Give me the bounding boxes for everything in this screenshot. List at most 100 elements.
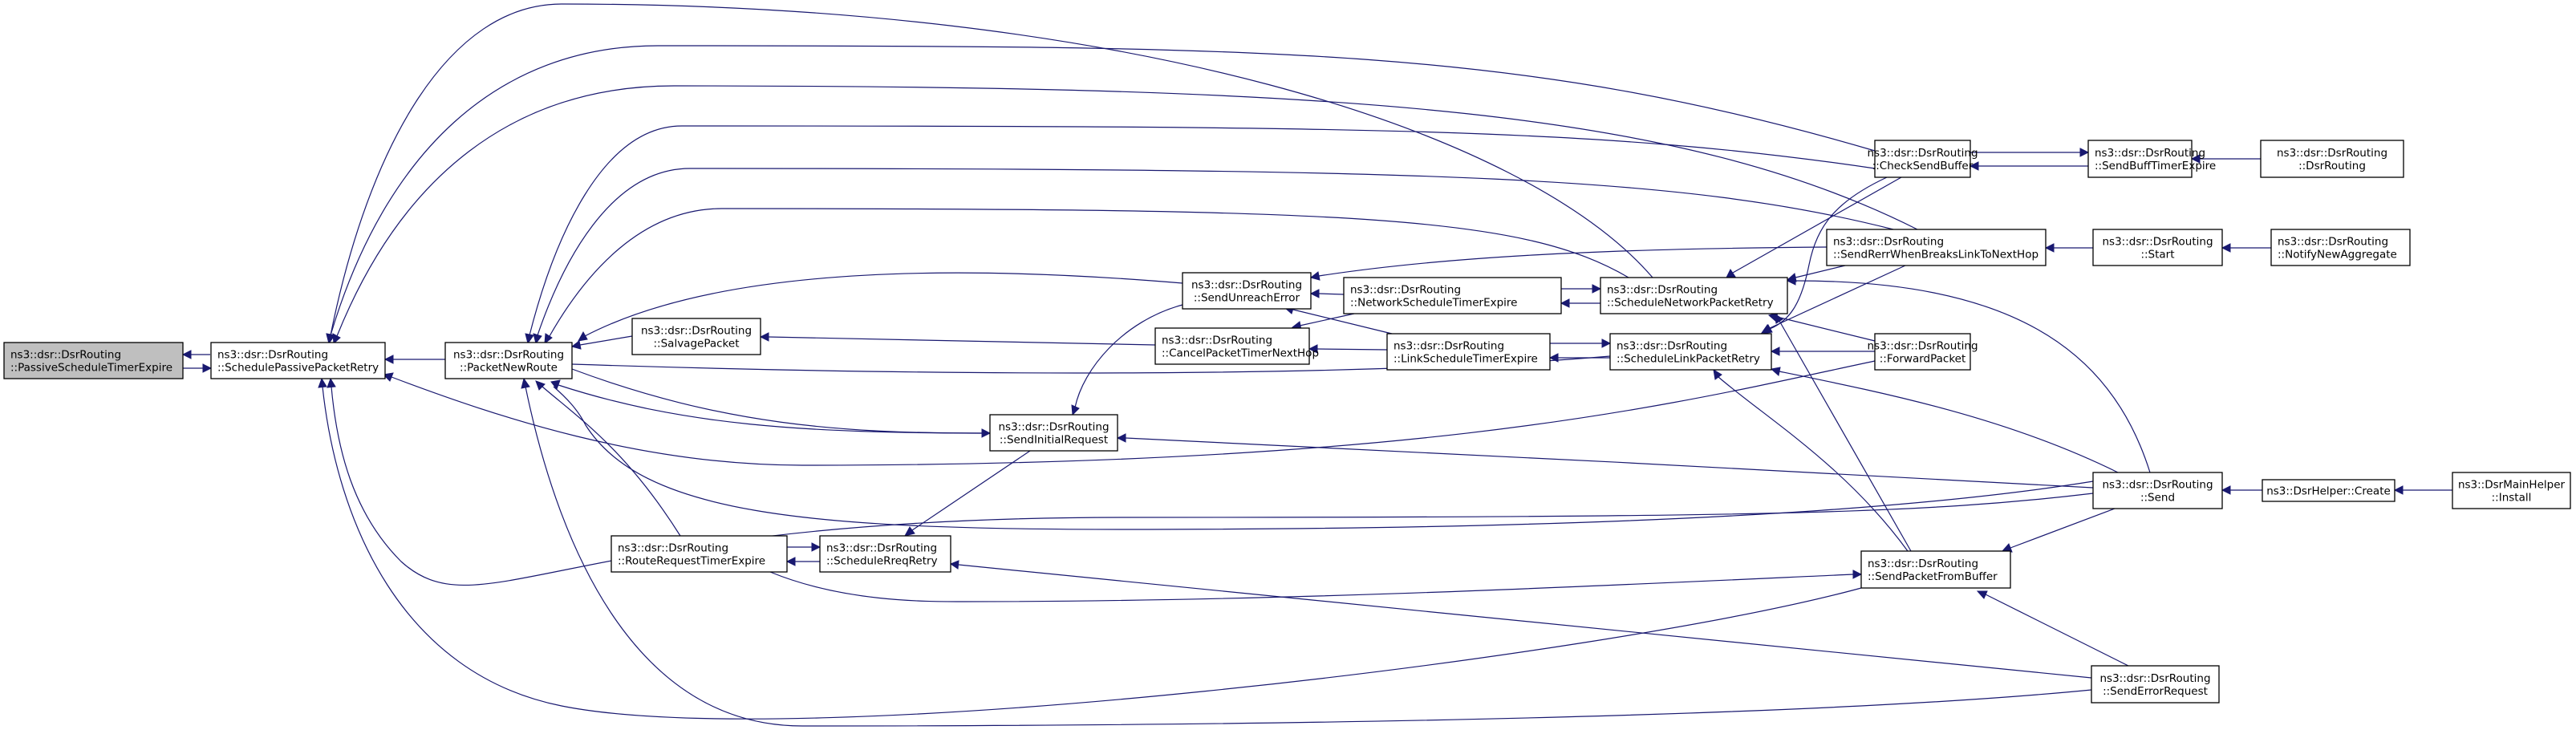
node-salvage-packet[interactable]: ns3::dsr::DsrRouting::SalvagePacket (631, 318, 761, 355)
node-box (444, 342, 573, 379)
node-namespace-label: ns3::DsrHelper::Create (2266, 485, 2391, 498)
edge-fwd-to-snpr (1767, 312, 1876, 342)
node-packet-new-route[interactable]: ns3::dsr::DsrRouting::PacketNewRoute (444, 342, 573, 379)
node-method-label: ::PacketNewRoute (460, 362, 558, 375)
edge-install-to-create (2393, 485, 2452, 495)
node-start[interactable]: ns3::dsr::DsrRouting::Start (2092, 229, 2223, 266)
node-namespace-label: ns3::dsr::DsrRouting (2102, 236, 2213, 249)
node-namespace-label: ns3::dsr::DsrRouting (1617, 340, 1727, 353)
node-schedule-rreq-retry[interactable]: ns3::dsr::DsrRouting::ScheduleRreqRetry (819, 535, 951, 573)
node-namespace-label: ns3::dsr::DsrRouting (453, 349, 564, 362)
edge-srwb-to-pnr (533, 168, 1894, 345)
edge-cptnh-to-salv (759, 332, 1156, 346)
node-method-label: ::SendBuffTimerExpire (2095, 160, 2216, 172)
node-namespace-label: ns3::dsr::DsrRouting (1607, 284, 1718, 297)
node-send-buff-timer-expire[interactable]: ns3::dsr::DsrRouting::SendBuffTimerExpir… (2087, 140, 2216, 178)
edge-lste-to-slpr (1550, 339, 1612, 348)
node-box (2087, 140, 2193, 178)
node-method-label: ::ScheduleLinkPacketRetry (1617, 353, 1760, 366)
node-notify-new-aggregate[interactable]: ns3::dsr::DsrRouting::NotifyNewAggregate (2270, 229, 2411, 266)
node-send-initial-request[interactable]: ns3::dsr::DsrRouting::SendInitialRequest (989, 414, 1118, 452)
node-box (2270, 229, 2411, 266)
node-schedule-link-packet-retry[interactable]: ns3::dsr::DsrRouting::ScheduleLinkPacket… (1609, 333, 1772, 371)
node-method-label: ::CancelPacketTimerNextHop (1162, 347, 1319, 360)
node-network-schedule-timer-expire[interactable]: ns3::dsr::DsrRouting::NetworkScheduleTim… (1343, 277, 1562, 314)
edge-sue-to-pnr (578, 272, 1183, 342)
edge-spfb-to-snpr (1774, 312, 1912, 552)
node-method-label: ::SendUnreachError (1194, 292, 1300, 305)
edge-pste-to-sppr (183, 363, 213, 373)
node-method-label: ::SendPacketFromBuffer (1868, 570, 1998, 583)
node-box (3, 342, 184, 379)
node-schedule-network-packet-retry[interactable]: ns3::dsr::DsrRouting::ScheduleNetworkPac… (1600, 277, 1788, 314)
edge-ser-to-spfb (1976, 590, 2129, 667)
node-box (1609, 333, 1772, 371)
edge-fwd-to-sppr (382, 360, 1876, 466)
node-method-label: ::SchedulePassivePacketRetry (217, 362, 379, 375)
edge-nste-to-sue (1309, 289, 1345, 298)
node-check-send-buffer[interactable]: ns3::dsr::DsrRouting::CheckSendBuffer (1867, 140, 1978, 178)
node-send-rerr-when-breaks-link-to-next-hop[interactable]: ns3::dsr::DsrRouting::SendRerrWhenBreaks… (1826, 229, 2047, 266)
node-dsr-main-helper-install[interactable]: ns3::DsrMainHelper::Install (2452, 472, 2571, 509)
edge-rrte-to-pnr (535, 380, 681, 537)
edge-sir-to-srr (904, 450, 1031, 537)
node-box (1874, 140, 1971, 178)
node-forward-packet[interactable]: ns3::dsr::DsrRouting::ForwardPacket (1867, 333, 1978, 371)
node-method-label: ::ScheduleNetworkPacketRetry (1607, 297, 1774, 310)
node-method-label: ::Install (2492, 492, 2532, 505)
node-box (1826, 229, 2047, 266)
node-namespace-label: ns3::dsr::DsrRouting (2095, 147, 2205, 160)
node-link-schedule-timer-expire[interactable]: ns3::dsr::DsrRouting::LinkScheduleTimerE… (1386, 333, 1551, 371)
node-schedule-passive-packet-retry[interactable]: ns3::dsr::DsrRouting::SchedulePassivePac… (210, 342, 386, 379)
node-namespace-label: ns3::dsr::DsrRouting (2102, 479, 2213, 492)
edge-srwb-to-snpr (1786, 265, 1846, 282)
node-box (210, 342, 386, 379)
node-dsr-helper-create[interactable]: ns3::DsrHelper::Create (2262, 479, 2395, 502)
edge-fwd-to-slpr (1770, 347, 1875, 356)
edge-csb-to-sbte (1970, 148, 2090, 157)
edge-ctor-to-sbte (2190, 154, 2261, 164)
node-box (1600, 277, 1788, 314)
node-box (1860, 550, 2011, 589)
node-box (1874, 333, 1971, 371)
node-box (2452, 472, 2571, 509)
node-dsr-routing-constructor[interactable]: ns3::dsr::DsrRouting::DsrRouting (2260, 140, 2404, 178)
node-method-label: ::SendErrorRequest (2103, 685, 2208, 698)
node-method-label: ::PassiveScheduleTimerExpire (10, 362, 172, 375)
node-namespace-label: ns3::dsr::DsrRouting (618, 542, 728, 555)
node-send-packet-from-buffer[interactable]: ns3::dsr::DsrRouting::SendPacketFromBuff… (1860, 550, 2011, 589)
node-method-label: ::RouteRequestTimerExpire (618, 555, 765, 568)
node-cancel-packet-timer-next-hop[interactable]: ns3::dsr::DsrRouting::CancelPacketTimerN… (1154, 327, 1319, 365)
node-box (611, 535, 788, 573)
node-box (1343, 277, 1562, 314)
node-passive-schedule-timer-expire[interactable]: ns3::dsr::DsrRouting::PassiveScheduleTim… (3, 342, 184, 379)
node-box (2092, 472, 2223, 509)
node-send[interactable]: ns3::dsr::DsrRouting::Send (2092, 472, 2223, 509)
node-send-unreach-error[interactable]: ns3::dsr::DsrRouting::SendUnreachError (1182, 272, 1312, 310)
node-box (631, 318, 761, 355)
edge-send-to-sir (1116, 433, 2094, 489)
edge-slpr-to-lste (1548, 353, 1610, 363)
edge-nste-to-snpr (1561, 284, 1602, 294)
edge-send-to-spfb (2001, 508, 2116, 553)
edge-start-to-srwb (2044, 243, 2093, 253)
node-method-label: ::ScheduleRreqRetry (826, 555, 938, 568)
node-method-label: ::NetworkScheduleTimerExpire (1350, 297, 1518, 310)
node-box (1386, 333, 1551, 371)
node-namespace-label: ns3::dsr::DsrRouting (641, 325, 752, 338)
node-method-label: ::ForwardPacket (1880, 353, 1966, 366)
edge-srwb-to-sue (1309, 246, 1828, 281)
node-namespace-label: ns3::dsr::DsrRouting (2277, 147, 2387, 160)
node-send-error-request[interactable]: ns3::dsr::DsrRouting::SendErrorRequest (2091, 665, 2220, 704)
edge-send-to-pnr (553, 386, 2094, 530)
edge-sue-to-sir (1071, 304, 1183, 416)
edge-salv-to-pnr (570, 335, 633, 350)
edge-nste-to-cptnh (1291, 313, 1355, 330)
edge-create-to-send (2221, 485, 2262, 495)
node-method-label: ::SendRerrWhenBreaksLinkToNextHop (1833, 249, 2038, 262)
edge-sir-to-pnr (550, 379, 991, 434)
edge-snpr-to-nste (1560, 298, 1600, 308)
node-box (2091, 665, 2220, 704)
node-route-request-timer-expire[interactable]: ns3::dsr::DsrRouting::RouteRequestTimerE… (611, 535, 788, 573)
node-box (989, 414, 1118, 452)
